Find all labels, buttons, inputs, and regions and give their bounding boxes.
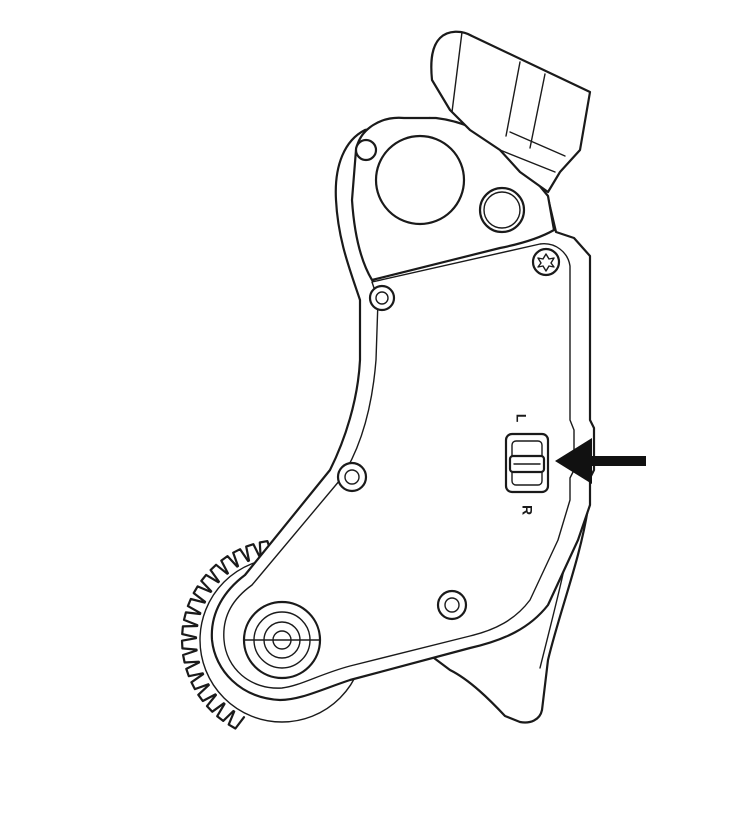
- clamp-bore: [374, 134, 466, 226]
- pointer-arrow: [555, 438, 646, 484]
- rivet-middle: [336, 461, 368, 493]
- torx-screw: [531, 247, 561, 277]
- switch-label-right: R: [519, 505, 535, 515]
- rivet-upper: [368, 284, 396, 312]
- switch-label-left: L: [513, 414, 529, 423]
- pivot-hole: [354, 138, 378, 162]
- direction-switch[interactable]: [504, 432, 550, 494]
- rosette-hub: [242, 600, 322, 680]
- main-body: [210, 116, 596, 702]
- rivet-lower: [436, 589, 468, 621]
- clamp-pin: [478, 186, 526, 234]
